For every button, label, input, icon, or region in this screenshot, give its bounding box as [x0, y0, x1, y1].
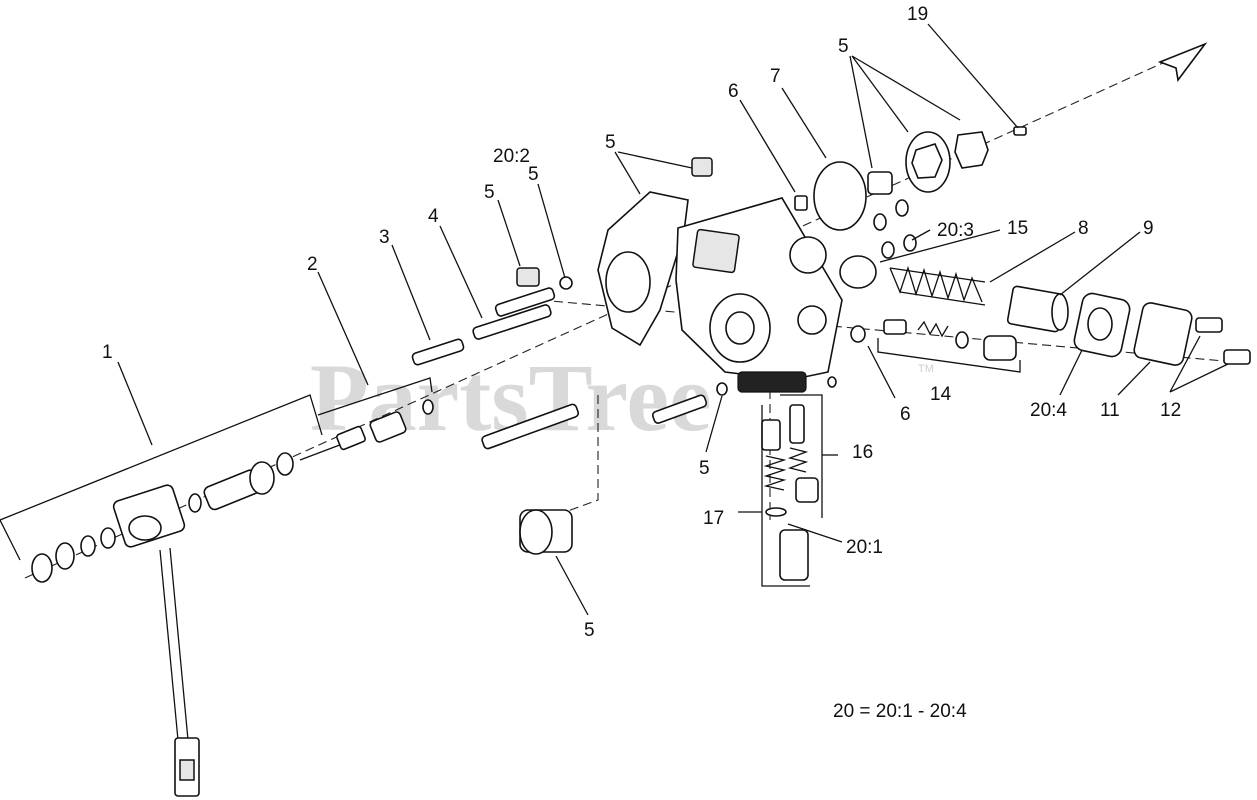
- label-11: 11: [1100, 400, 1120, 421]
- o-ring-7-part: [813, 161, 867, 231]
- label-12: 12: [1160, 400, 1181, 421]
- bolts-12-part: [1195, 317, 1251, 365]
- label-5b: 5: [528, 164, 539, 185]
- label-5e: 5: [699, 458, 710, 479]
- label-20-4: 20:4: [1030, 400, 1067, 421]
- label-5f: 5: [584, 620, 595, 641]
- pin-6-part: [794, 195, 866, 343]
- label-9: 9: [1143, 218, 1154, 239]
- label-20-2: 20:2: [493, 146, 530, 167]
- spring-15-part: [839, 255, 986, 306]
- gasket-20-4-part: [1073, 292, 1131, 358]
- lower-bolt-part: [481, 394, 708, 450]
- label-8: 8: [1078, 218, 1089, 239]
- label-5d: 5: [838, 36, 849, 57]
- cap-5-part: [519, 509, 573, 555]
- label-3: 3: [379, 227, 390, 248]
- leader-lines: [0, 23, 1229, 616]
- watermark-trademark: TM: [918, 363, 934, 375]
- label-20-3: 20:3: [937, 220, 974, 241]
- label-7: 7: [770, 66, 781, 87]
- nut-washers-part: [31, 527, 116, 583]
- label-1: 1: [102, 342, 113, 363]
- label-5c: 5: [605, 132, 616, 153]
- solenoid-coil-part: [112, 484, 200, 797]
- cover-11-part: [1133, 302, 1193, 366]
- relief-valve-14-part: [877, 319, 1021, 373]
- label-14: 14: [930, 384, 952, 405]
- valve-housing-part: [597, 191, 843, 393]
- valve-spool-part: [299, 399, 434, 461]
- label-6a: 6: [728, 81, 739, 102]
- cartridge-16-part: [780, 394, 823, 518]
- o-rings-20-3-part: [873, 199, 917, 259]
- sleeve-9-part: [1006, 285, 1069, 333]
- label-15: 15: [1007, 218, 1028, 239]
- label-16: 16: [852, 442, 873, 463]
- label-19: 19: [907, 4, 928, 25]
- bolt-4-part: [472, 287, 556, 340]
- kit-note: 20 = 20:1 - 20:4: [833, 701, 967, 722]
- label-20-1: 20:1: [846, 537, 883, 558]
- gear-pump-part: [867, 126, 1027, 195]
- direction-arrow-icon: [1157, 42, 1208, 82]
- label-5a: 5: [484, 182, 495, 203]
- label-4: 4: [428, 206, 439, 227]
- solenoid-stem-part: [188, 452, 294, 513]
- label-2: 2: [307, 254, 318, 275]
- label-6b: 6: [900, 404, 911, 425]
- label-17: 17: [703, 508, 724, 529]
- side-axis-line: [564, 395, 599, 513]
- callout-labels: 1 2 3 4 5 20:2 5 5 6 7 5 19 20:3 15 8 9 …: [102, 4, 1181, 722]
- cartridge-17-part: [761, 405, 810, 587]
- bolt-3-part: [411, 338, 465, 366]
- plug-fittings-part: [516, 157, 837, 396]
